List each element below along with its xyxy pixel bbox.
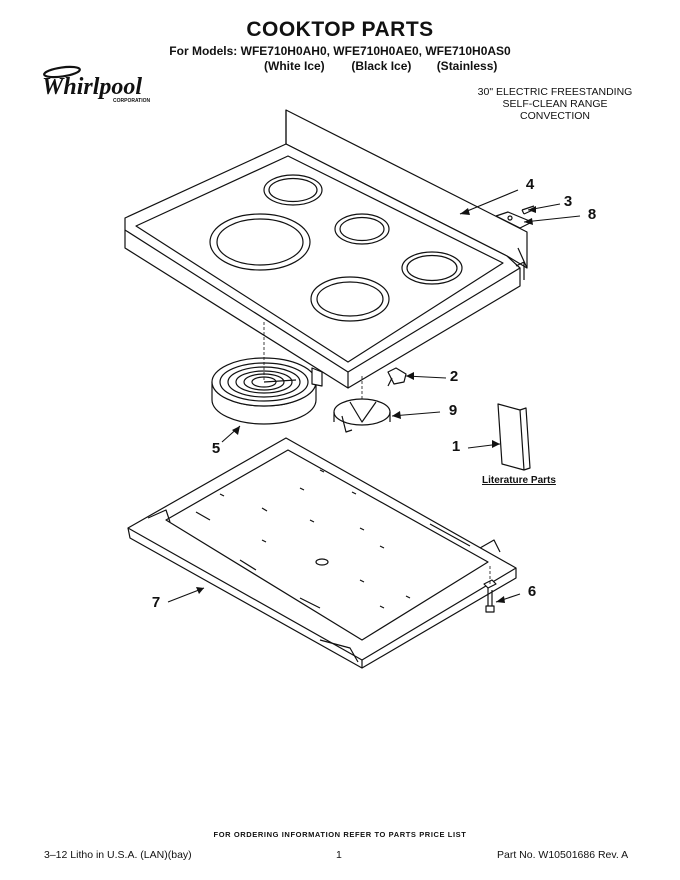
cooktop-assembly <box>124 109 528 389</box>
whirlpool-logo-mark: Whirlpool CORPORATION <box>42 65 151 104</box>
callout-7: 7 <box>151 594 161 611</box>
logo-brand-text: Whirlpool <box>42 74 142 100</box>
callout-3: 3 <box>563 193 573 210</box>
product-desc-line-2: SELF-CLEAN RANGE <box>502 98 608 110</box>
product-description: 30" ELECTRIC FREESTANDING SELF-CLEAN RAN… <box>470 86 640 122</box>
ordering-info: FOR ORDERING INFORMATION REFER TO PARTS … <box>213 830 467 839</box>
page-title: COOKTOP PARTS <box>246 18 434 41</box>
footer-part-number: Part No. W10501686 Rev. A <box>497 849 629 861</box>
cooktop-element-front-left <box>209 213 311 271</box>
cooktop-support-pan <box>127 437 517 669</box>
footer-page-number: 1 <box>336 849 342 861</box>
product-desc-line-1: 30" ELECTRIC FREESTANDING <box>477 86 633 98</box>
callout-4: 4 <box>525 176 535 193</box>
cooktop-element-right <box>401 251 463 285</box>
literature-booklet <box>497 403 531 471</box>
callout-6: 6 <box>527 583 537 600</box>
terminal-clip <box>387 367 407 387</box>
product-desc-line-3: CONVECTION <box>519 110 590 122</box>
element-spacer <box>333 398 391 433</box>
cooktop-element-rear-center <box>334 213 390 245</box>
whirlpool-logo: Whirlpool CORPORATION <box>40 64 152 108</box>
finish-black-ice: (Black Ice) <box>351 59 412 73</box>
literature-parts-label: Literature Parts <box>482 475 556 486</box>
finish-white-ice: (White Ice) <box>264 59 325 73</box>
finish-line: (White Ice) (Black Ice) (Stainless) <box>264 59 497 73</box>
callout-9: 9 <box>448 402 458 419</box>
logo-sub-text: CORPORATION <box>113 98 151 104</box>
leader-4 <box>459 189 519 215</box>
callout-5: 5 <box>211 440 221 457</box>
callout-8: 8 <box>587 206 597 223</box>
leader-8 <box>523 215 581 223</box>
cooktop-element-rear-left <box>263 174 323 206</box>
finish-stainless: (Stainless) <box>436 59 498 73</box>
radiant-surface-element <box>211 357 323 425</box>
cooktop-element-front-right <box>310 276 390 322</box>
footer-litho: 3–12 Litho in U.S.A. (LAN)(bay) <box>44 849 192 861</box>
models-line: For Models: WFE710H0AH0, WFE710H0AE0, WF… <box>169 44 511 58</box>
callout-2: 2 <box>449 368 459 385</box>
callout-1: 1 <box>451 438 461 455</box>
